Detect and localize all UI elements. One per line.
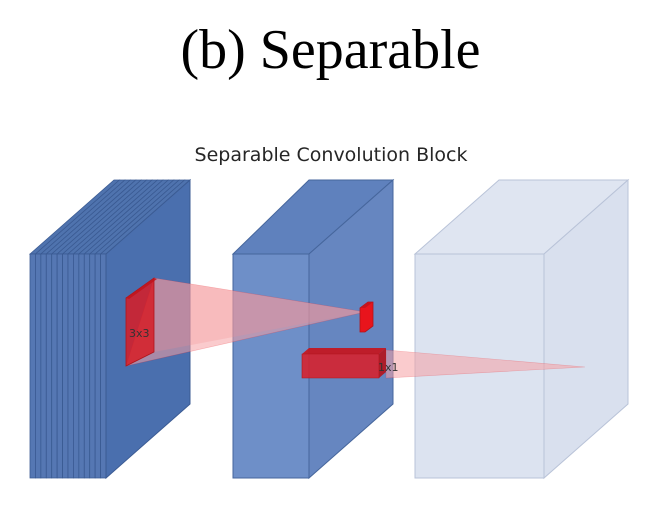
figure-caption: (b) Separable (180, 19, 481, 81)
input-slice-front (29, 253, 36, 479)
input-slice-front (40, 253, 47, 479)
input-slice-front (78, 253, 85, 479)
depthwise-kernel-label: 3x3 (129, 327, 150, 340)
input-slices-block (28, 179, 192, 479)
output-block (413, 178, 630, 480)
input-slice-front (73, 253, 80, 479)
input-slice-front (62, 253, 69, 479)
input-slice-front (56, 253, 63, 479)
pointwise-kernel-label: 1x1 (378, 361, 399, 374)
input-slice-front (83, 253, 91, 479)
input-slice-front (67, 253, 74, 479)
input-slice-front (51, 253, 58, 479)
pointwise-kernel-1x1 (301, 348, 386, 379)
diagram-title: Separable Convolution Block (195, 144, 468, 166)
input-slice-front (100, 253, 107, 479)
separable-convolution-diagram: Separable Convolution Block 3x3 (28, 144, 630, 480)
input-slice-front (89, 253, 96, 479)
input-slice-front (35, 253, 42, 479)
input-slice-front (94, 253, 101, 479)
depthwise-kernel-3x3 (125, 277, 157, 367)
input-slice-front (45, 253, 53, 479)
depthwise-output-cell (359, 301, 374, 333)
